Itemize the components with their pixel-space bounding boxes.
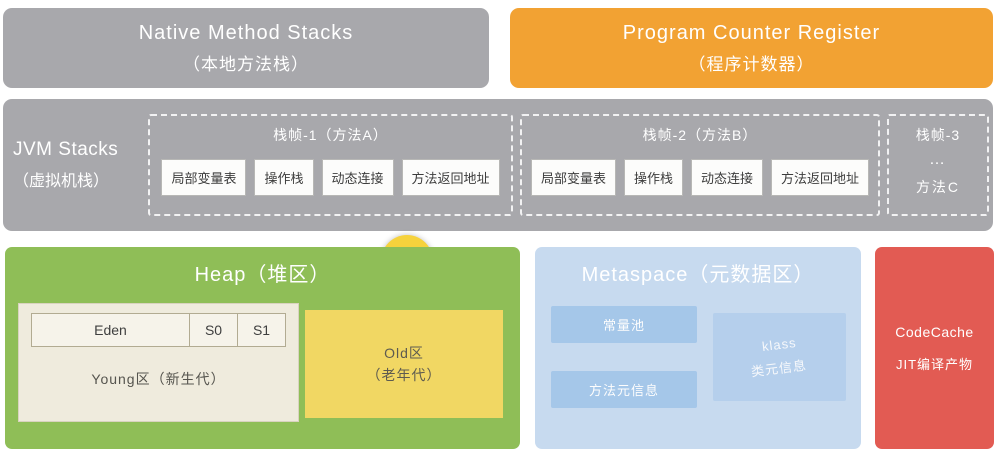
metaspace-title: Metaspace（元数据区）: [581, 264, 815, 286]
eden-cell: Eden: [31, 313, 190, 347]
frame2-local-variable-table: 局部变量表: [530, 159, 616, 196]
jvm-stacks-block: JVM Stacks （虚拟机栈） 栈帧-1（方法A） 局部变量表 操作栈 动态…: [3, 99, 993, 287]
stack-frame-3-method: 方法C: [915, 179, 961, 195]
codecache-block: CodeCache JIT编译产物: [875, 247, 994, 449]
stack-frame-3: 栈帧-3 … 方法C: [887, 114, 989, 216]
frame2-return-address: 方法返回地址: [771, 159, 870, 196]
klass-metadata-box: klass 类元信息: [713, 313, 846, 401]
stack-frame-1: 栈帧-1（方法A） 局部变量表 操作栈 动态连接 方法返回地址: [148, 114, 513, 216]
stack-frame-1-title: 栈帧-1（方法A）: [273, 127, 388, 143]
native-method-stacks-block: Native Method Stacks （本地方法栈）: [3, 8, 489, 88]
old-generation-box: Old区 （老年代）: [305, 310, 503, 418]
stack-frame-1-cells: 局部变量表 操作栈 动态连接 方法返回地址: [150, 159, 511, 196]
stack-frame-2-cells: 局部变量表 操作栈 动态连接 方法返回地址: [522, 159, 878, 196]
klass-line2: 类元信息: [750, 357, 809, 380]
stack-frame-2: 栈帧-2（方法B） 局部变量表 操作栈 动态连接 方法返回地址: [520, 114, 880, 216]
program-counter-subtitle: （程序计数器）: [688, 54, 815, 74]
codecache-subtitle: JIT编译产物: [895, 356, 974, 372]
jvm-stacks-label: JVM Stacks （虚拟机栈）: [13, 139, 118, 191]
frame1-return-address: 方法返回地址: [401, 159, 500, 196]
constant-pool-box: 常量池: [551, 306, 697, 343]
young-generation-box: Eden S0 S1 Young区（新生代）: [18, 303, 299, 422]
jvm-stacks-label-zh: （虚拟机栈）: [13, 173, 110, 190]
old-generation-line2: （老年代）: [366, 367, 442, 383]
young-generation-label: Young区（新生代）: [91, 371, 226, 387]
native-method-stacks-subtitle: （本地方法栈）: [183, 54, 309, 74]
metaspace-block: Metaspace（元数据区） 常量池 方法元信息 klass 类元信息: [535, 247, 861, 449]
jvm-stacks-label-en: JVM Stacks: [13, 139, 119, 160]
frame1-operand-stack: 操作栈: [254, 159, 314, 196]
frame2-dynamic-linking: 动态连接: [691, 159, 764, 196]
method-metadata-box: 方法元信息: [551, 371, 697, 408]
s0-cell: S0: [190, 313, 238, 347]
young-generation-cells: Eden S0 S1: [31, 313, 286, 347]
codecache-title: CodeCache: [895, 323, 974, 340]
frame2-operand-stack: 操作栈: [623, 159, 683, 196]
frame1-local-variable-table: 局部变量表: [161, 159, 247, 196]
s1-cell: S1: [238, 313, 286, 347]
native-method-stacks-title: Native Method Stacks: [138, 21, 354, 44]
stack-frame-3-title: 栈帧-3: [915, 127, 961, 143]
heap-block: Heap（堆区） Eden S0 S1 Young区（新生代） Old区 （老年…: [5, 247, 520, 449]
frame1-dynamic-linking: 动态连接: [321, 159, 394, 196]
old-generation-line1: Old区: [384, 345, 424, 361]
stack-frame-3-ellipsis: …: [929, 151, 947, 168]
program-counter-register-block: Program Counter Register （程序计数器）: [510, 8, 993, 88]
stack-frame-2-title: 栈帧-2（方法B）: [642, 127, 758, 143]
heap-title: Heap（堆区）: [194, 264, 331, 286]
program-counter-title: Program Counter Register: [622, 21, 881, 44]
